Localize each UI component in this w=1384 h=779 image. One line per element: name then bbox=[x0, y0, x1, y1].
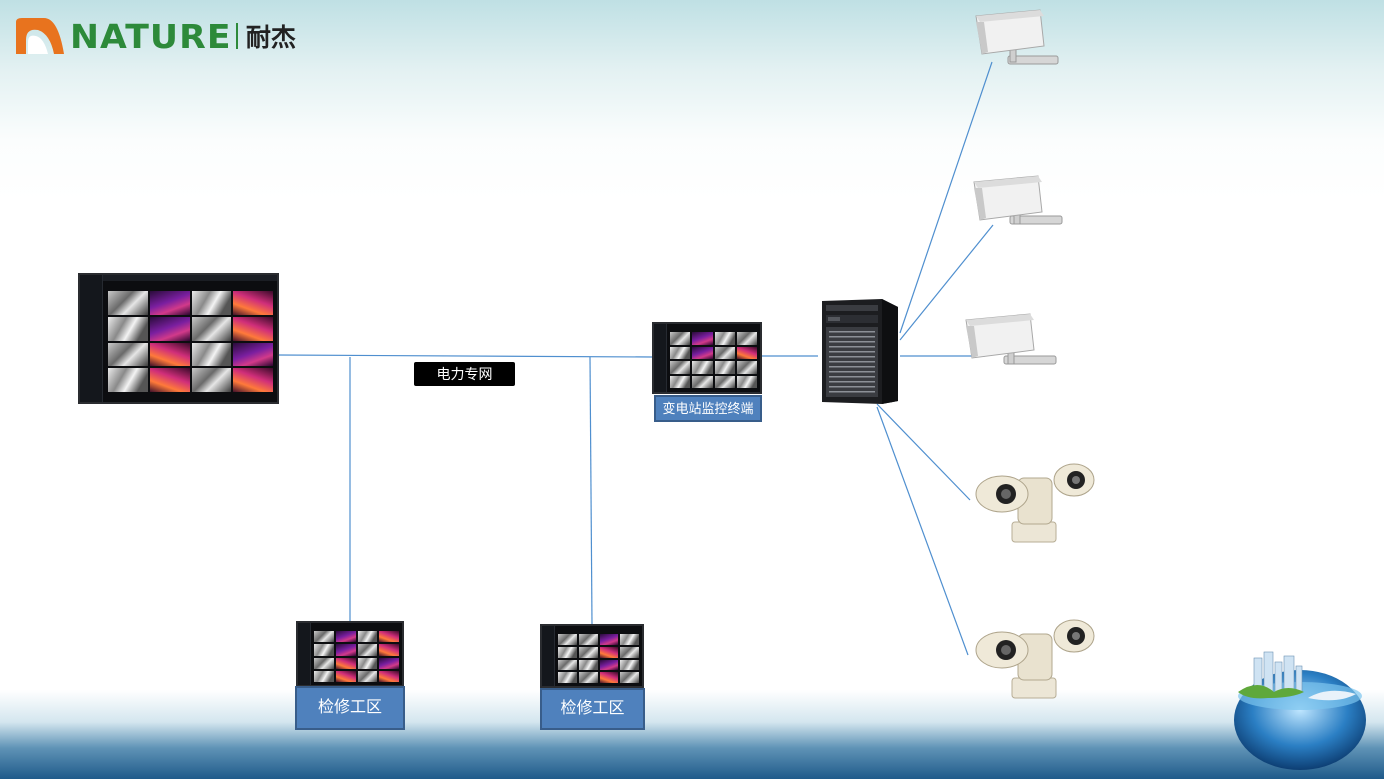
logo-brand-text: NATURE bbox=[70, 16, 232, 56]
globe-city-icon bbox=[1234, 651, 1366, 770]
maintenance-area-1-label: 检修工区 bbox=[295, 686, 405, 730]
video-grid bbox=[314, 631, 399, 682]
monitor-sidebar bbox=[654, 324, 667, 392]
monitor-sidebar bbox=[298, 623, 311, 685]
monitor-sidebar bbox=[542, 626, 555, 686]
logo-separator bbox=[235, 23, 238, 49]
substation-monitor-screen bbox=[652, 322, 762, 394]
box-camera-icon bbox=[975, 9, 1059, 65]
ptz-camera-icon bbox=[975, 463, 1095, 543]
server-icon bbox=[822, 299, 898, 404]
monitor-topbar bbox=[80, 275, 277, 281]
logo-chinese-text: 耐杰 bbox=[245, 23, 296, 52]
link-to-camera-1 bbox=[899, 61, 993, 334]
monitor-sidebar bbox=[80, 275, 103, 402]
maintenance-2-monitor-screen bbox=[540, 624, 644, 688]
box-camera-icon bbox=[965, 313, 1057, 365]
company-logo: NATURE 耐杰 bbox=[14, 14, 296, 58]
power-network-label: 电力专网 bbox=[414, 362, 515, 386]
link-center-to-terminal bbox=[277, 354, 653, 358]
box-camera-icon bbox=[973, 175, 1063, 225]
central-monitor-screen bbox=[78, 273, 279, 404]
ptz-camera-icon bbox=[975, 619, 1095, 699]
logo-icon bbox=[16, 18, 64, 54]
video-grid bbox=[670, 332, 757, 388]
link-to-camera-2 bbox=[899, 224, 994, 341]
video-grid bbox=[108, 291, 273, 392]
video-grid bbox=[558, 634, 639, 683]
substation-terminal-label: 变电站监控终端 bbox=[654, 395, 762, 422]
maintenance-area-2-label: 检修工区 bbox=[540, 688, 645, 730]
link-to-ptz-2 bbox=[876, 406, 969, 656]
maintenance-1-monitor-screen bbox=[296, 621, 404, 687]
link-to-ptz-1 bbox=[876, 403, 971, 501]
link-to-maintenance-2 bbox=[589, 356, 593, 625]
